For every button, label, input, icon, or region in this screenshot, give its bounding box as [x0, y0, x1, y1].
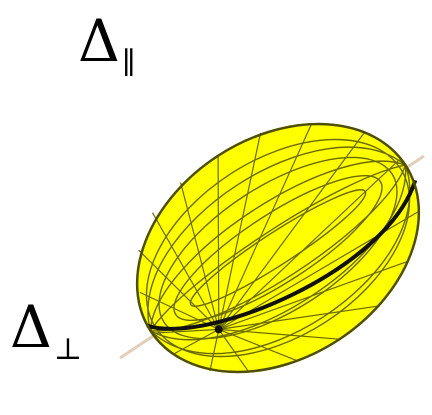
delta-parallel-subscript: ∥ [121, 46, 136, 81]
ellipsoid-surface [136, 123, 420, 373]
delta-perpendicular-symbol: Δ [10, 293, 52, 361]
delta-parallel-label: Δ∥ [78, 12, 136, 79]
delta-perpendicular-label: Δ⊥ [10, 298, 82, 365]
equator-line [146, 179, 418, 331]
pole-point [214, 325, 223, 334]
delta-parallel-symbol: Δ [78, 7, 120, 75]
delta-perpendicular-subscript: ⊥ [53, 332, 83, 367]
ellipsoid-outline [135, 122, 421, 374]
